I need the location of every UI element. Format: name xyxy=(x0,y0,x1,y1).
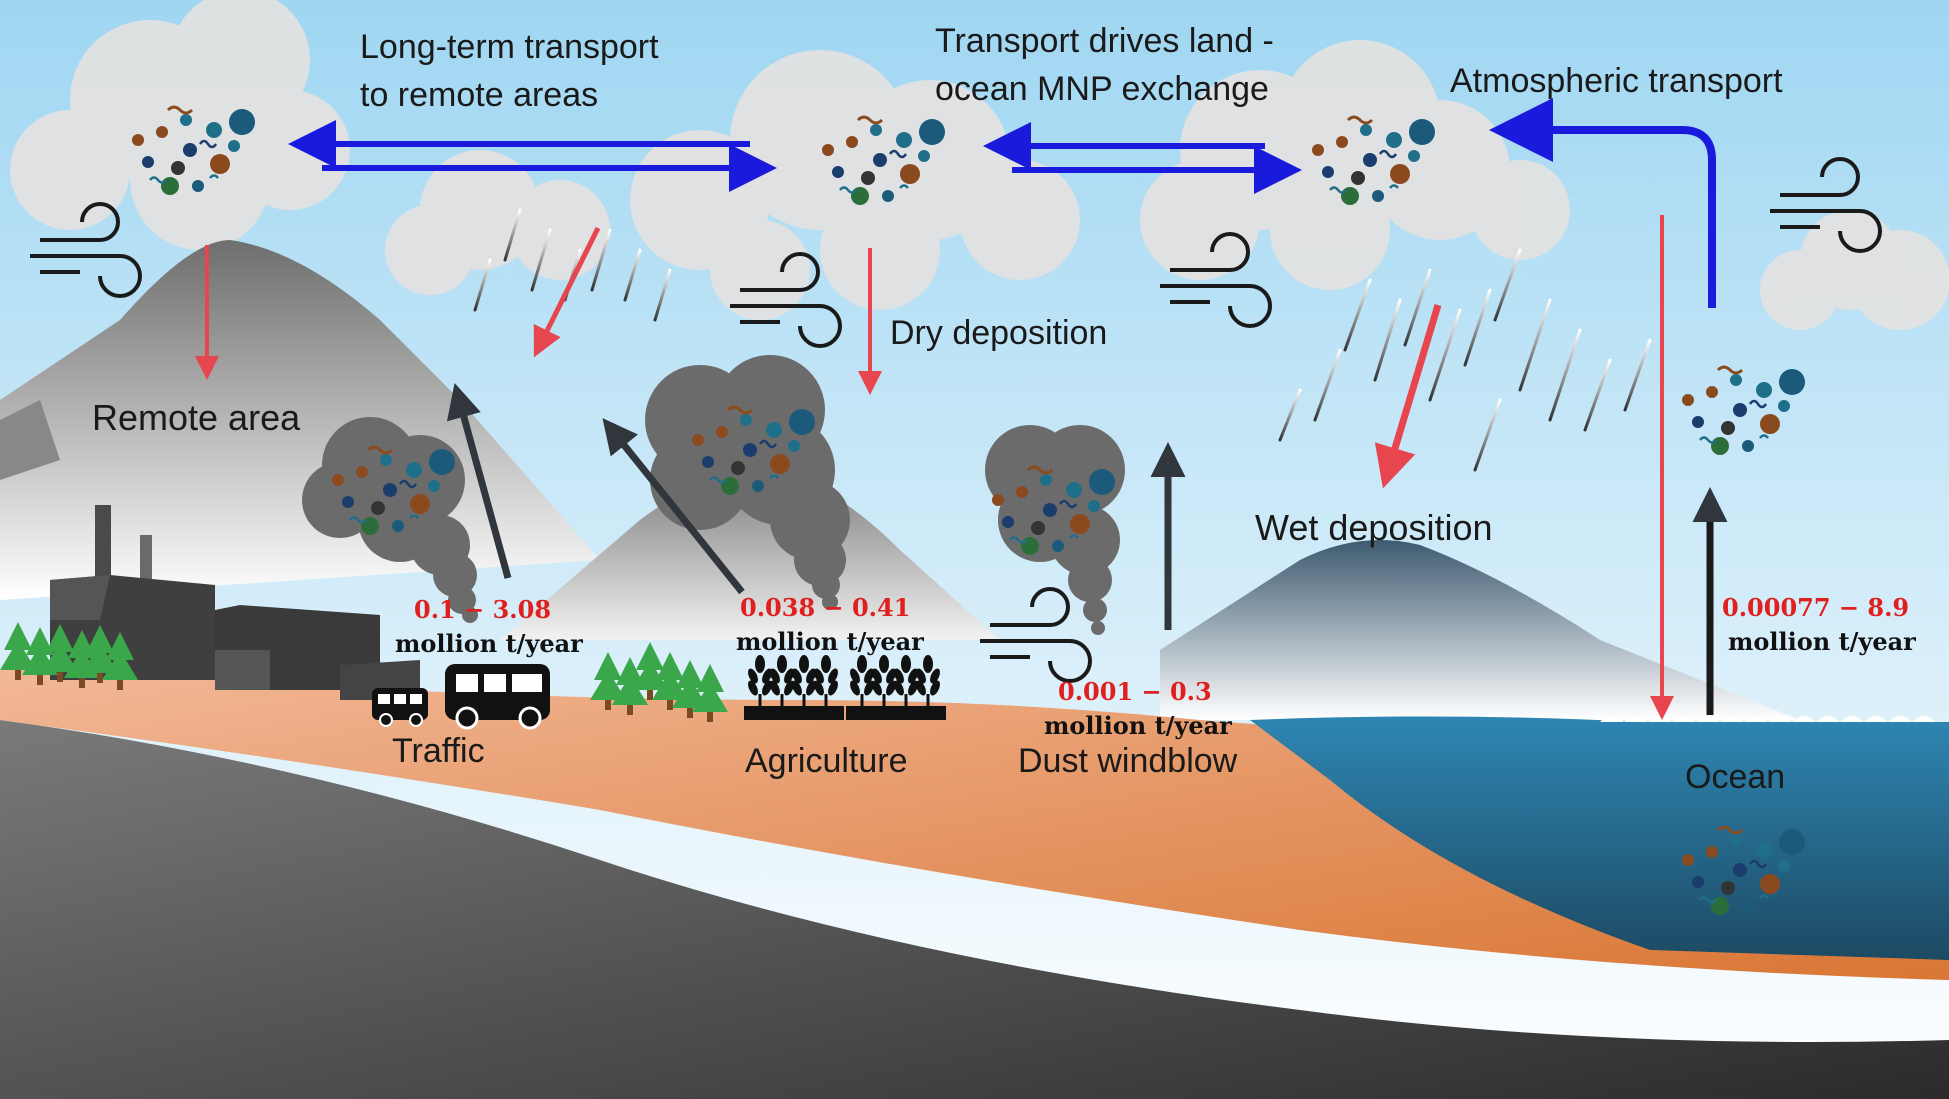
dry-deposition-label: Dry deposition xyxy=(890,314,1107,352)
dust-flux-unit: mollion t/year xyxy=(1044,711,1232,740)
dust-windblow-label: Dust windblow xyxy=(1018,742,1238,780)
traffic-emission-arrow xyxy=(446,382,512,579)
ocean-flux-unit: mollion t/year xyxy=(1728,627,1916,656)
agriculture-flux-range: 0.038 − 0.41 xyxy=(740,593,910,622)
deposition-arrow-rain-left xyxy=(533,226,601,358)
dust-flux-range: 0.001 − 0.3 xyxy=(1058,677,1212,706)
atmospheric-transport-label: Atmospheric transport xyxy=(1450,62,1783,100)
rain-icon xyxy=(473,208,1652,472)
cloud-band xyxy=(10,0,1949,330)
mountain-middle xyxy=(500,468,1000,640)
remote-area-label: Remote area xyxy=(92,397,301,438)
rock-outcrop xyxy=(0,400,60,480)
traffic-flux-unit: mollion t/year xyxy=(395,629,583,658)
mountain-right xyxy=(1160,540,1800,720)
traffic-flux-range: 0.1 − 3.08 xyxy=(414,595,551,624)
bus-icon xyxy=(445,664,550,730)
wet-deposition-label: Wet deposition xyxy=(1255,507,1492,548)
ocean-flux-range: 0.00077 − 8.9 xyxy=(1722,593,1909,622)
ocean-waves xyxy=(1600,716,1936,722)
traffic-label: Traffic xyxy=(392,732,485,770)
ocean-water xyxy=(1250,716,1949,960)
bus-icon xyxy=(372,688,428,727)
agriculture-label: Agriculture xyxy=(745,742,908,780)
land-ocean-exchange-label-line1: Transport drives land - xyxy=(935,22,1274,60)
long-term-transport-label-line2: to remote areas xyxy=(360,76,598,114)
agriculture-emission-arrow xyxy=(602,418,745,595)
agriculture-flux-unit: mollion t/year xyxy=(736,627,924,656)
wheat-icon xyxy=(744,655,946,720)
bedrock-layer xyxy=(0,720,1949,1099)
land-ocean-exchange-label-line2: ocean MNP exchange xyxy=(935,70,1269,108)
ocean-label: Ocean xyxy=(1685,758,1785,796)
atmospheric-transport-arrow xyxy=(1489,98,1716,308)
wet-deposition-arrow xyxy=(1374,303,1442,489)
long-term-transport-label-line1: Long-term transport xyxy=(360,28,659,66)
